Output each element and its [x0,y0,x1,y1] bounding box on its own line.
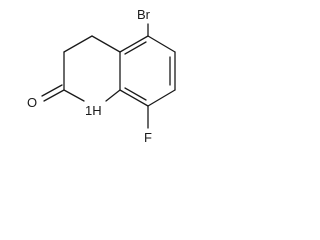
atom-label-oxygen: O [27,95,37,110]
bond-c2-o-2 [41,84,63,97]
atom-label-nitrogen-h: 1H [85,103,102,118]
bond-c2-n1 [63,89,85,102]
chemical-structure-diagram: Br F O 1H [27,7,176,145]
bond-c8-c8a [119,89,149,107]
atom-label-bromine: Br [137,7,151,22]
bond-c5-c6 [147,35,176,53]
bond-c2-o-1 [43,89,65,102]
bond-c4a-c5-inner [124,41,147,55]
bond-n1-c8a [105,89,121,102]
bond-c4a-c5 [119,35,149,53]
bond-c4a-c4 [91,35,121,53]
bond-c4-c3 [63,35,93,53]
atom-label-fluorine: F [144,130,152,145]
bond-c7-c8 [147,89,176,107]
bond-lines [41,23,176,129]
bond-c8-c8a-inner [124,87,147,101]
